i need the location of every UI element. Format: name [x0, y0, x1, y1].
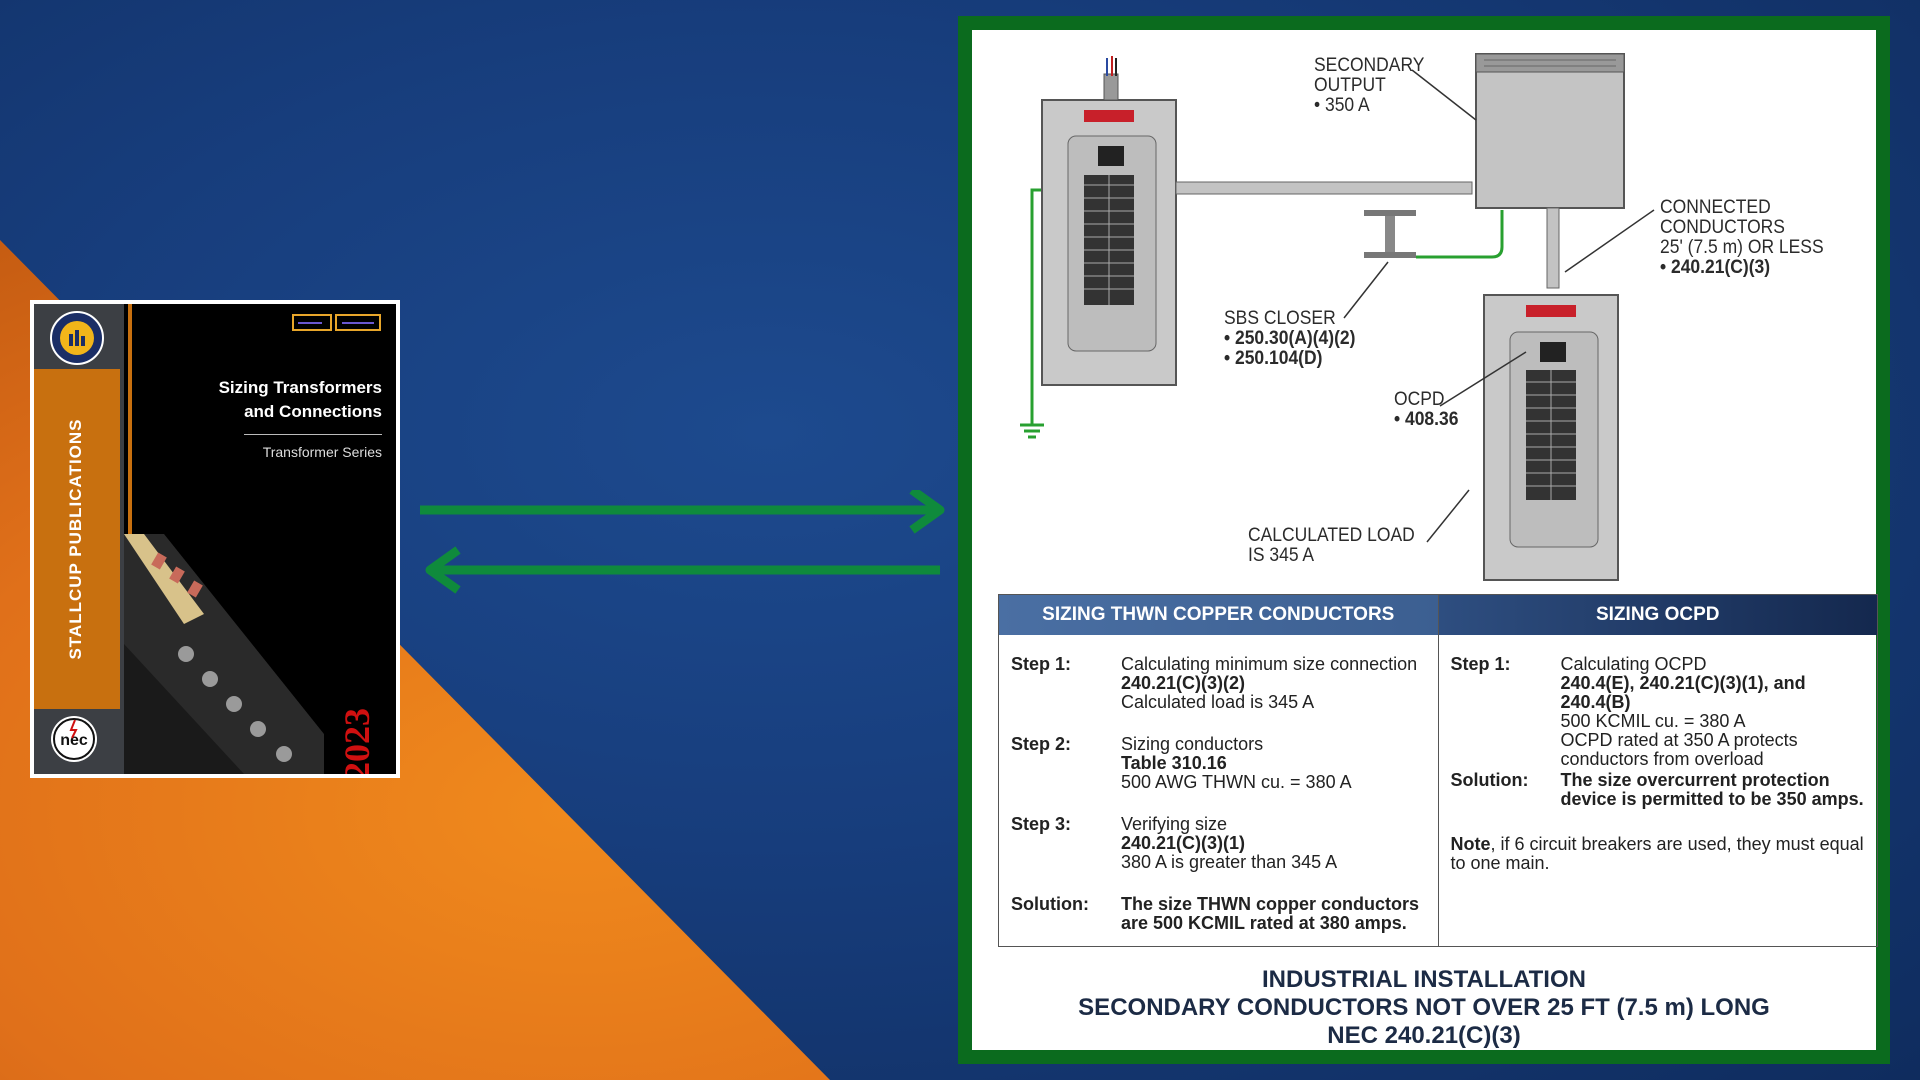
book-title-divider: [244, 434, 382, 435]
sizing-table: SIZING THWN COPPER CONDUCTORS Step 1: Ca…: [998, 594, 1878, 947]
ocpd-note: Note, if 6 circuit breakers are used, th…: [1450, 834, 1864, 873]
diagram-caption: INDUSTRIAL INSTALLATION SECONDARY CONDUC…: [972, 966, 1876, 1050]
secondary-panelboard: [1483, 294, 1619, 581]
wiring-diagram: [1020, 53, 1655, 581]
building-steel-i-beam: [1364, 210, 1416, 258]
leader-calculated-load: [1426, 489, 1470, 543]
transformer-terminal-image: [124, 534, 324, 774]
builders-book-seal-icon: [50, 311, 104, 365]
ocpd-column: SIZING OCPD Step 1: Calculating OCPD 240…: [1437, 595, 1877, 946]
spine-publisher: STALLCUP PUBLICATIONS: [66, 418, 85, 660]
left-arrowhead-icon: [425, 546, 461, 594]
leader-sbs-closer: [1343, 261, 1389, 319]
caption-line2: SECONDARY CONDUCTORS NOT OVER 25 FT (7.5…: [1078, 994, 1770, 1021]
caption-line3: NEC 240.21(C)(3): [1327, 1022, 1521, 1049]
right-arrowhead-icon: [909, 490, 945, 534]
sbs-closer-label: SBS CLOSER • 250.30(A)(4)(2) • 250.104(D…: [1224, 308, 1356, 369]
main-panelboard: [1041, 56, 1177, 386]
bidirectional-arrows: [420, 490, 945, 594]
svg-text:nec: nec: [60, 732, 88, 749]
nec-logo-icon: nec: [51, 716, 97, 762]
caption-line1: INDUSTRIAL INSTALLATION: [1262, 966, 1586, 993]
calculated-load-label: CALCULATED LOAD IS 345 A: [1248, 525, 1415, 566]
book-title-line2: and Connections: [244, 402, 382, 421]
leader-ocpd: [1439, 351, 1527, 407]
gb-brand-logo-icon: [292, 314, 381, 331]
book-cover-inner: STALLCUP PUBLICATIONS Sizing Transformer…: [34, 304, 396, 774]
ocpd-column-header: SIZING OCPD: [1438, 595, 1877, 635]
book-series: Transformer Series: [262, 444, 382, 460]
book-title: Sizing Transformers and Connections: [182, 376, 382, 424]
leader-connected-conductors: [1564, 209, 1655, 273]
conductors-column-header: SIZING THWN COPPER CONDUCTORS: [999, 595, 1438, 635]
connected-conductors-label: CONNECTED CONDUCTORS 25' (7.5 m) OR LESS…: [1660, 197, 1824, 278]
transformer: [1475, 53, 1625, 209]
leader-secondary-output: [1411, 69, 1477, 121]
book-year: 2023: [337, 708, 377, 774]
ocpd-label: OCPD • 408.36: [1394, 389, 1459, 430]
book-spine-band: [34, 369, 120, 709]
diagram-card: SECONDARY OUTPUT • 350 A CONNECTED CONDU…: [958, 16, 1890, 1064]
book-title-line1: Sizing Transformers: [218, 378, 382, 397]
book-cover: STALLCUP PUBLICATIONS Sizing Transformer…: [30, 300, 400, 778]
conductors-column: SIZING THWN COPPER CONDUCTORS Step 1: Ca…: [999, 595, 1438, 946]
secondary-output-label: SECONDARY OUTPUT • 350 A: [1314, 55, 1425, 116]
